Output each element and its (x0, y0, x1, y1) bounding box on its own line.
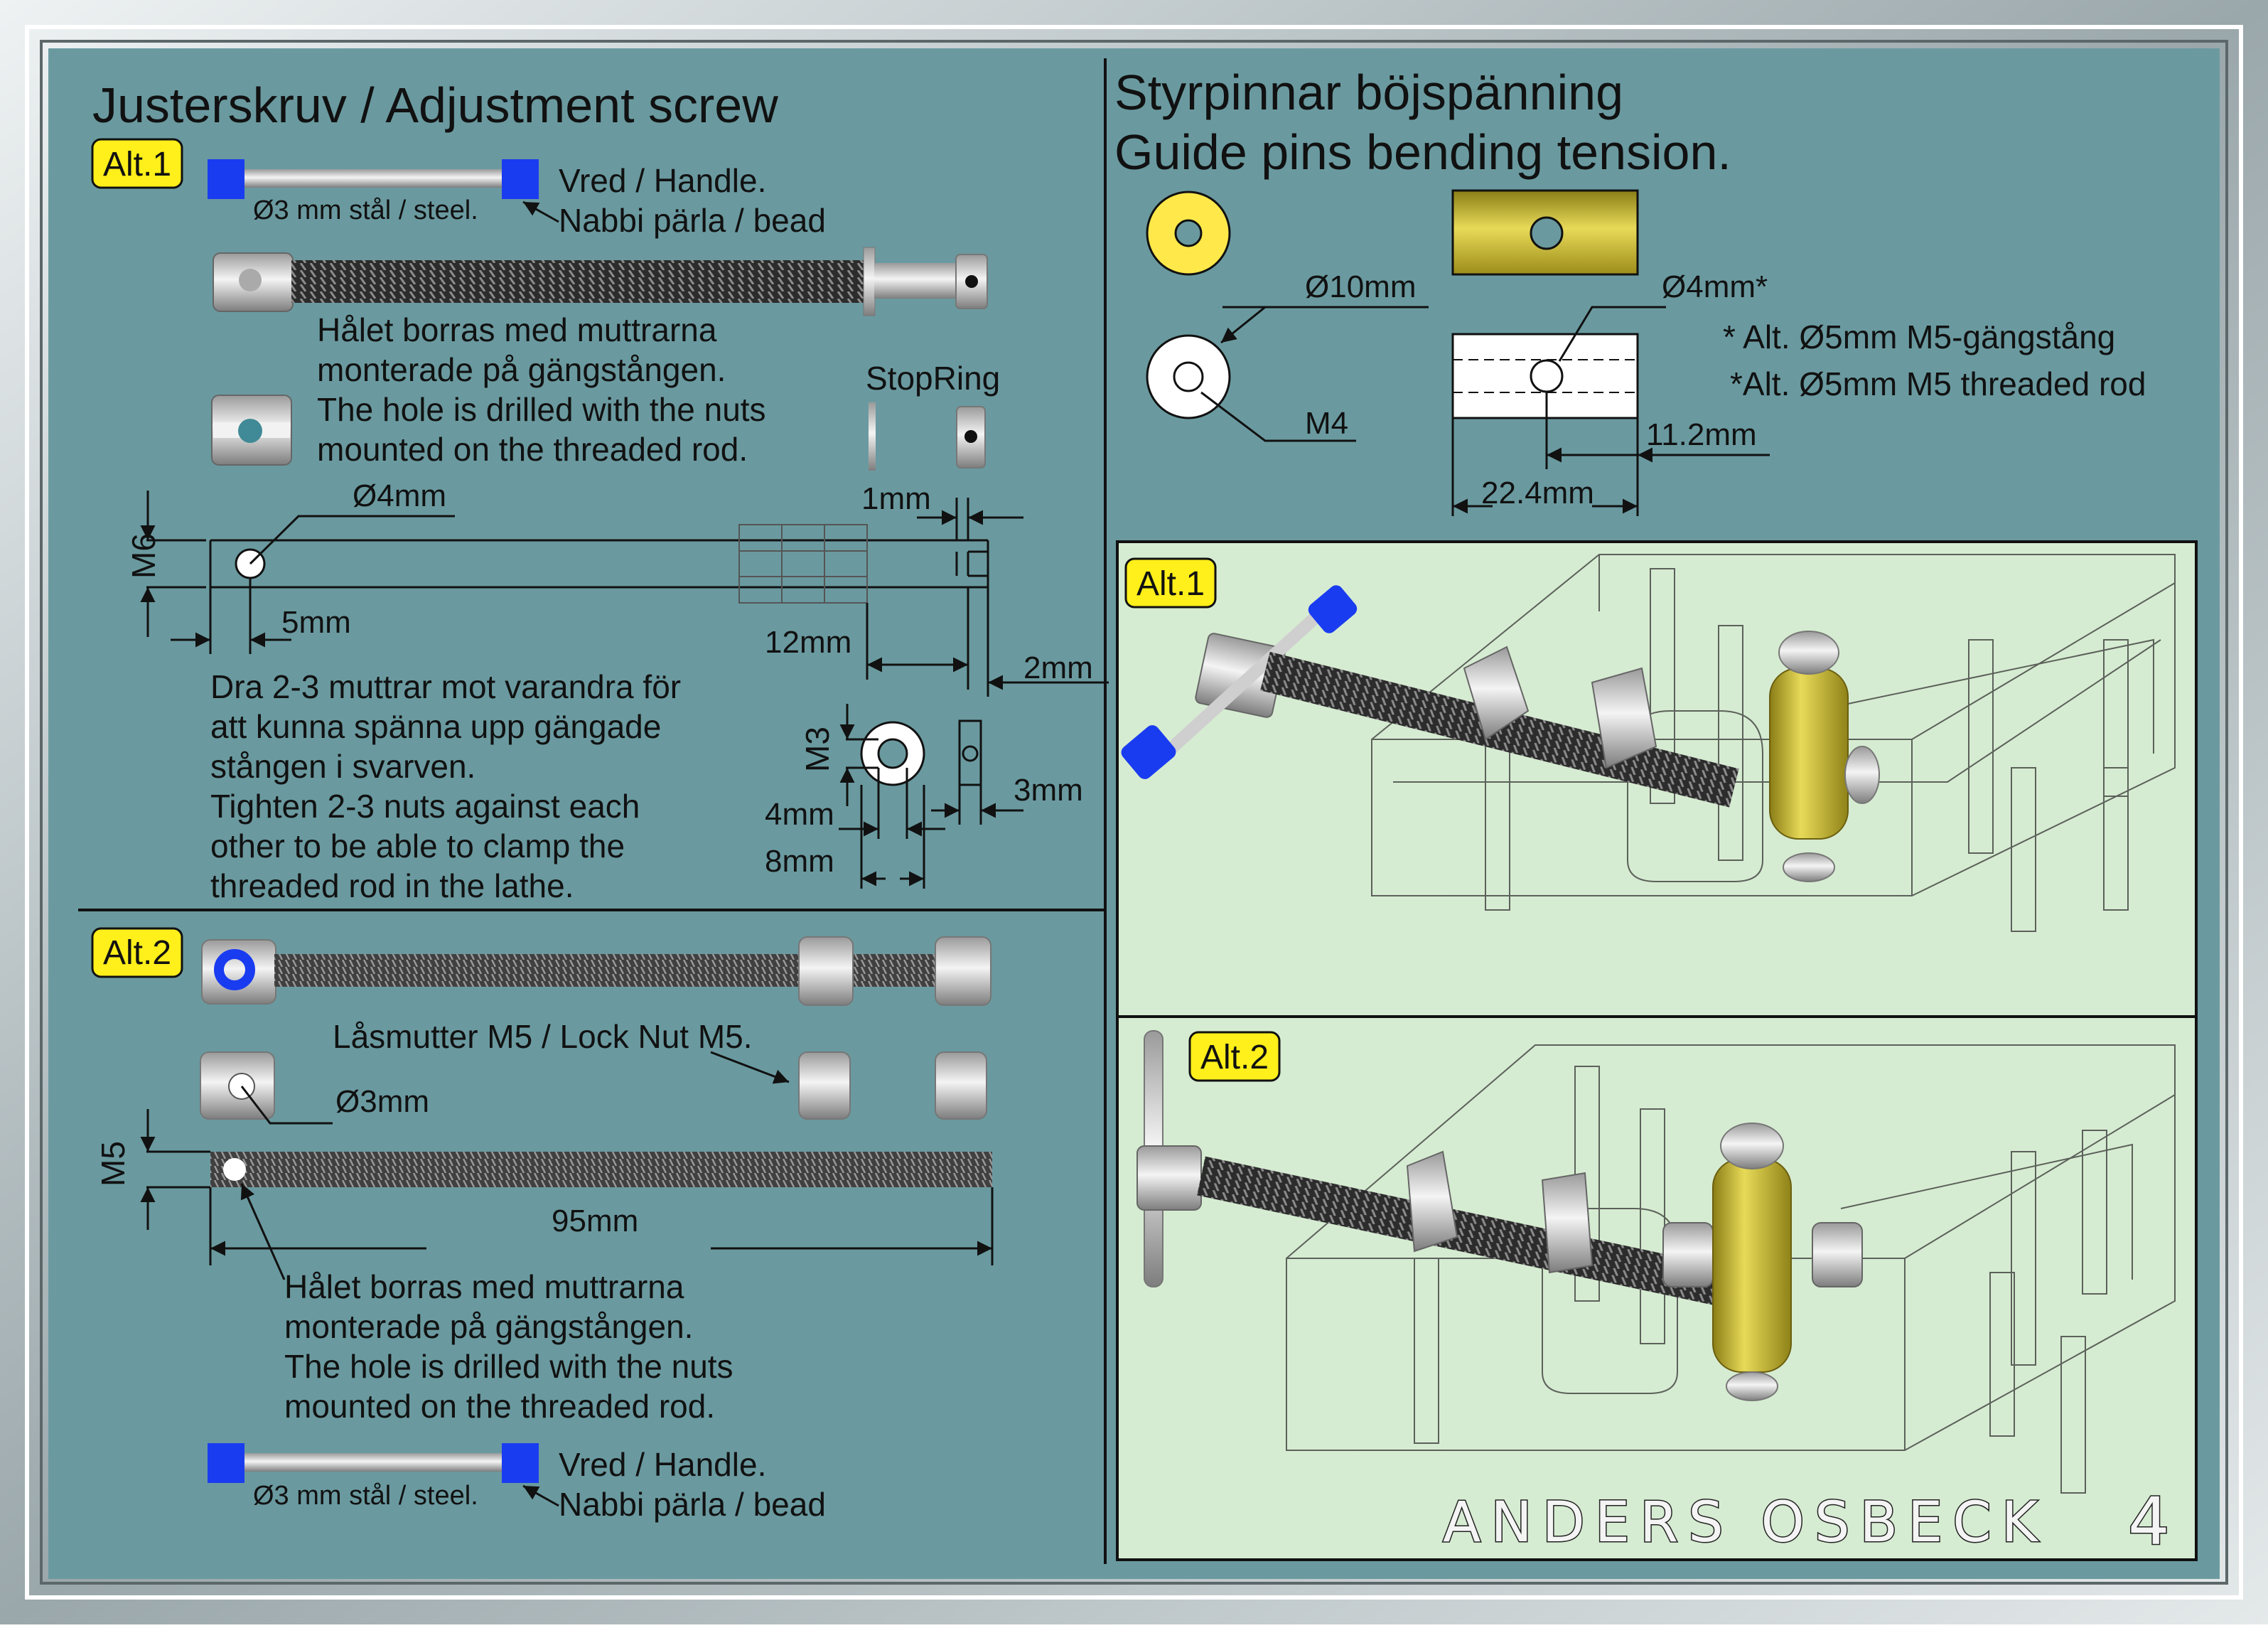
dim-m4: M4 (1305, 406, 1348, 441)
svg-text:The hole is drilled with the n: The hole is drilled with the nuts (284, 1348, 733, 1385)
right-title-line2: Guide pins bending tension. (1114, 124, 1731, 180)
svg-text:monterade på gängstången.: monterade på gängstången. (284, 1308, 693, 1345)
dim-m3: M3 (799, 727, 836, 772)
alt2-note: Hålet borras med muttrarna monterade på … (284, 1268, 733, 1425)
svg-text:Alt.1: Alt.1 (103, 146, 171, 183)
svg-text:The hole is drilled with the n: The hole is drilled with the nuts (317, 391, 766, 428)
alt1-rod-drawing (140, 491, 1109, 697)
dim-5mm: 5mm (281, 605, 351, 640)
guide-pin-brass (1451, 189, 1639, 276)
alt2-rod-drawing (140, 1086, 994, 1280)
svg-text:other to be able to clamp the: other to be able to clamp the (210, 828, 625, 864)
alt2-bead-label: Nabbi pärla / bead (559, 1486, 826, 1523)
dim-11mm: 11.2mm (1646, 417, 1757, 452)
dim-hole-4mm: Ø4mm (353, 478, 446, 513)
svg-text:stången i svarven.: stången i svarven. (210, 748, 475, 785)
alt2-handle-rod (208, 1443, 539, 1483)
signature-number: 4 (2128, 1484, 2170, 1560)
render1-badge: Alt.1 (1136, 565, 1205, 603)
render2-badge: Alt.2 (1200, 1039, 1269, 1076)
alt2-rod-label: Ø3 mm stål / steel. (253, 1481, 478, 1511)
dim-ring-8mm: 8mm (765, 844, 834, 879)
dim-1mm: 1mm (861, 481, 931, 516)
alt2-badge: Alt.2 (91, 927, 183, 978)
dim-m6: M6 (125, 533, 162, 579)
dim-2mm: 2mm (1023, 650, 1093, 685)
dim-alt2-hole: Ø3mm (335, 1084, 429, 1119)
svg-text:att kunna spänna upp gängade: att kunna spänna upp gängade (210, 708, 661, 745)
alt1-handle-label: Vred / Handle. (559, 162, 766, 199)
right-title-line1: Styrpinnar böjspänning (1114, 65, 1623, 120)
alt2-threaded-rod (201, 936, 991, 1006)
alt2-handle-label: Vred / Handle. (559, 1446, 766, 1483)
alt1-bead-label: Nabbi pärla / bead (559, 202, 826, 239)
guide-pin-washer (1146, 191, 1231, 276)
dim-m5: M5 (95, 1141, 131, 1187)
svg-text:mounted on the threaded rod.: mounted on the threaded rod. (284, 1388, 715, 1425)
svg-text:Hålet borras med muttrarna: Hålet borras med muttrarna (284, 1268, 684, 1305)
render-alt1: Alt.1 (1116, 540, 2198, 1018)
alt1-rod-label: Ø3 mm stål / steel. (253, 196, 478, 225)
alt2-nuts (200, 1051, 987, 1120)
dim-pin-hole: Ø4mm* (1662, 269, 1768, 304)
alt1-badge: Alt.1 (91, 138, 183, 189)
svg-text:monterade på gängstången.: monterade på gängstången. (317, 351, 726, 388)
footnote-2: *Alt. Ø5mm M5 threaded rod (1730, 365, 2146, 402)
svg-text:Hålet borras med muttrarna: Hålet borras med muttrarna (317, 311, 717, 348)
dim-10mm: Ø10mm (1305, 269, 1416, 304)
alt1-nut (211, 395, 292, 466)
alt1-handle-rod (208, 159, 539, 199)
svg-text:mounted on the threaded rod.: mounted on the threaded rod. (317, 431, 748, 468)
svg-text:Alt.2: Alt.2 (103, 934, 171, 972)
dim-ring-4mm: 4mm (765, 797, 834, 832)
render-alt2: Alt.2 ANDERS OSBECK 4 (1116, 1015, 2198, 1561)
signature: ANDERS OSBECK (1443, 1491, 2048, 1555)
footnote-1: * Alt. Ø5mm M5-gängstång (1723, 318, 2115, 355)
stopring-label: StopRing (866, 360, 1000, 397)
stopring-parts (869, 402, 986, 471)
dim-22mm: 22.4mm (1481, 476, 1594, 510)
guide-pin-drawing (1146, 306, 1770, 516)
dim-95mm: 95mm (552, 1204, 638, 1238)
dim-ring-3mm: 3mm (1014, 773, 1083, 808)
alt1-threaded-rod (213, 247, 988, 316)
svg-text:Dra 2-3 muttrar mot varandra f: Dra 2-3 muttrar mot varandra för (210, 668, 681, 705)
svg-text:Tighten 2-3 nuts against each: Tighten 2-3 nuts against each (210, 788, 640, 825)
dim-12mm: 12mm (765, 625, 851, 660)
left-title: Justerskruv / Adjustment screw (92, 77, 778, 133)
svg-text:threaded rod in the lathe.: threaded rod in the lathe. (210, 867, 574, 904)
stopring-drawing (839, 704, 1023, 889)
alt1-note: Hålet borras med muttrarna monterade på … (317, 311, 766, 468)
lathe-note: Dra 2-3 muttrar mot varandra för att kun… (210, 668, 681, 904)
locknut-label: Låsmutter M5 / Lock Nut M5. (333, 1018, 753, 1055)
